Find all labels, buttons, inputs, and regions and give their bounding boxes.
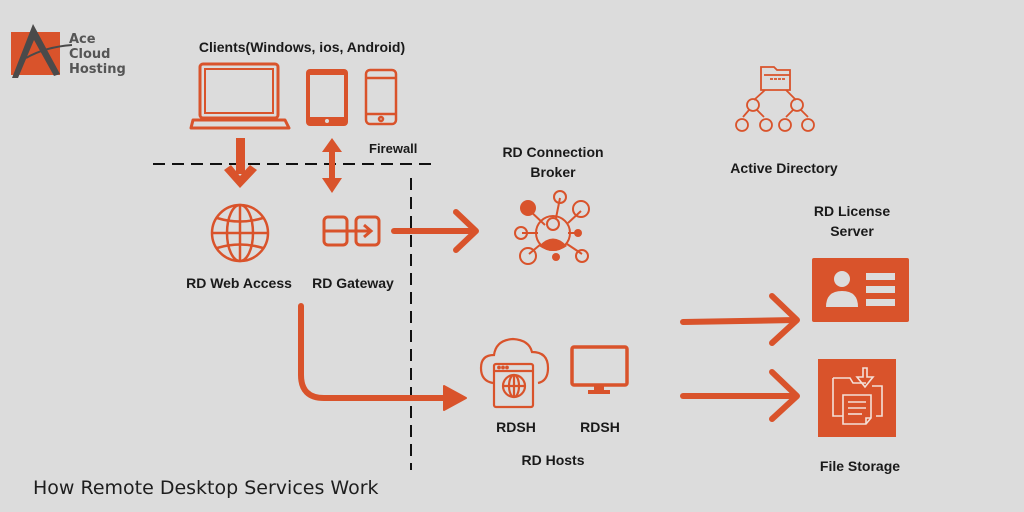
rdsh-1-label: RDSH bbox=[496, 419, 536, 435]
diagram-title: How Remote Desktop Services Work bbox=[33, 477, 379, 499]
rd-gateway-label: RD Gateway bbox=[312, 275, 394, 291]
logo-text-line2: Cloud bbox=[69, 47, 111, 62]
license-server-label-line1: RD License bbox=[814, 203, 890, 219]
laptop-icon[interactable] bbox=[189, 62, 291, 130]
arrow-web-access-to-hosts bbox=[298, 303, 467, 411]
tablet-icon[interactable] bbox=[306, 69, 348, 126]
arrow-hosts-to-license-server bbox=[680, 293, 800, 346]
rdsh-2-label: RDSH bbox=[580, 419, 620, 435]
clients-label: Clients(Windows, ios, Android) bbox=[199, 39, 405, 55]
broker-label-line2: Broker bbox=[530, 164, 576, 180]
monitor-icon[interactable] bbox=[570, 345, 629, 394]
logo-swoosh bbox=[25, 44, 73, 59]
arrow-clients-gateway-bidirectional bbox=[322, 138, 342, 193]
gateway-icon[interactable] bbox=[322, 215, 381, 247]
firewall-label: Firewall bbox=[369, 141, 417, 156]
smartphone-icon[interactable] bbox=[364, 68, 398, 126]
arrow-clients-to-web-access bbox=[224, 138, 257, 188]
cloud-browser-icon[interactable] bbox=[479, 337, 550, 409]
file-storage-label: File Storage bbox=[820, 458, 900, 474]
license-server-label-line2: Server bbox=[830, 223, 874, 239]
network-user-icon[interactable] bbox=[514, 190, 590, 265]
id-card-icon[interactable] bbox=[812, 258, 909, 322]
logo-text-line3: Hosting bbox=[69, 62, 126, 77]
rd-web-access-label: RD Web Access bbox=[186, 275, 292, 291]
rd-hosts-label: RD Hosts bbox=[521, 452, 584, 468]
brand-logo: Ace Cloud Hosting bbox=[11, 24, 126, 78]
folder-tree-icon[interactable] bbox=[735, 66, 815, 132]
arrow-hosts-to-file-storage bbox=[680, 369, 800, 422]
active-directory-label: Active Directory bbox=[730, 160, 838, 176]
globe-icon[interactable] bbox=[210, 203, 270, 263]
arrow-gateway-to-broker bbox=[391, 209, 479, 253]
file-storage-icon[interactable] bbox=[818, 359, 896, 437]
logo-a-glyph bbox=[12, 24, 60, 78]
broker-label-line1: RD Connection bbox=[502, 144, 603, 160]
logo-text-line1: Ace bbox=[69, 32, 96, 47]
